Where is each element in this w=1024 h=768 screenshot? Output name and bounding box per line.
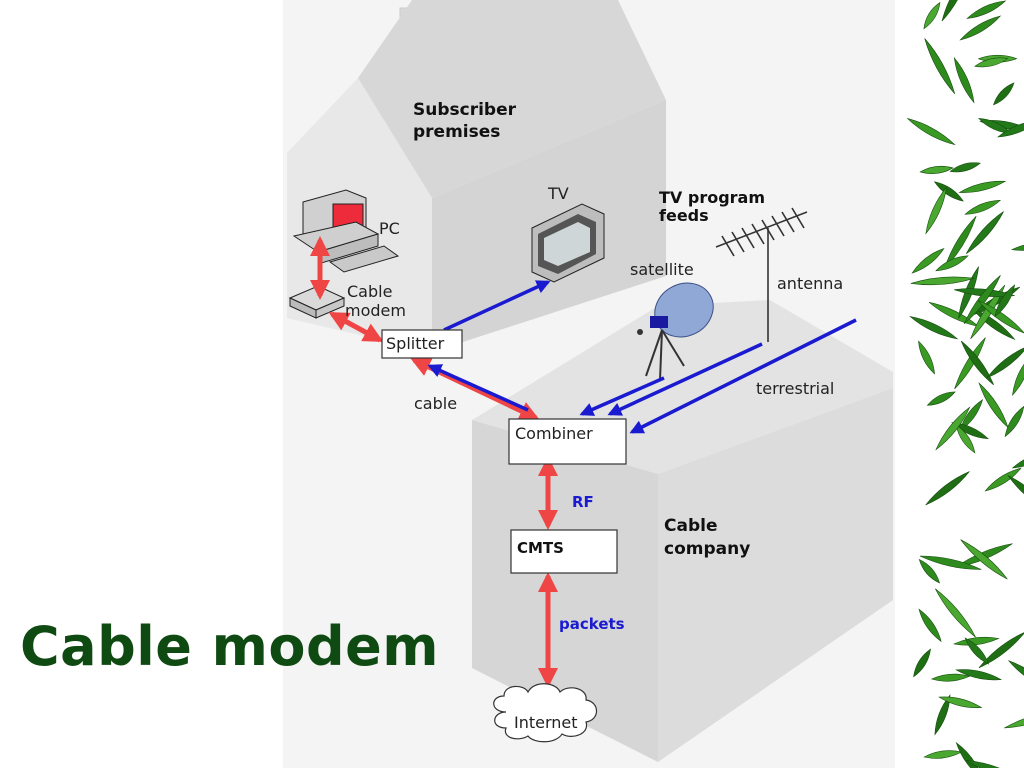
- red-data-arrows: [310, 236, 558, 688]
- leaf-shape: [958, 180, 1007, 193]
- leaf-shape: [906, 118, 956, 146]
- combiner-label: Combiner: [515, 424, 593, 443]
- rf-label: RF: [572, 493, 594, 511]
- leaf-shape: [910, 276, 975, 286]
- tv-program-feeds-label-line1: TV program: [659, 188, 765, 207]
- leaf-shape: [959, 15, 1002, 41]
- combiner-to-splitter-arrow: [427, 364, 529, 412]
- leaf-shape: [953, 56, 975, 104]
- leaf-shape: [978, 631, 1024, 669]
- leaf-shape: [966, 0, 1007, 19]
- satellite-dish-icon: [637, 282, 714, 381]
- leaf-shape: [1007, 660, 1024, 691]
- leaf-shape: [925, 471, 970, 506]
- splitter-box: [381, 329, 463, 359]
- internet-cloud-icon: [493, 683, 598, 743]
- leaf-shape: [963, 275, 1001, 325]
- cable-modem-label-line2: modem: [345, 301, 406, 320]
- pc-label: PC: [379, 219, 400, 238]
- cmts-box: [510, 529, 618, 574]
- cable-company-label-line2: company: [664, 539, 750, 559]
- leaf-shape: [994, 284, 1016, 318]
- leaf-shape: [935, 255, 969, 272]
- leaf-shape: [955, 669, 1003, 681]
- leaf-shape: [924, 38, 956, 95]
- combiner-box: [508, 418, 627, 465]
- leaf-shape: [970, 284, 1006, 340]
- leaf-shape: [1004, 710, 1024, 729]
- leaf-shape: [964, 199, 1002, 215]
- leaf-shape: [1007, 474, 1024, 512]
- antenna-feed-arrow: [607, 342, 763, 416]
- leaf-shape: [918, 340, 935, 375]
- leaf-shape: [964, 637, 990, 665]
- cable-label: cable: [414, 394, 457, 413]
- leaf-shape: [933, 181, 964, 202]
- leaf-shape: [954, 337, 986, 390]
- leaf-shape: [960, 539, 1008, 580]
- leaf-shape: [986, 345, 1024, 379]
- leaf-shape: [959, 399, 984, 432]
- satellite-feed-arrow: [579, 376, 665, 416]
- slide-title: Cable modem: [20, 615, 440, 678]
- terrestrial-label: terrestrial: [756, 379, 834, 398]
- blue-tv-feed-arrows: [427, 280, 857, 434]
- leaf-shape: [935, 588, 976, 638]
- leaf-shape: [1011, 451, 1024, 469]
- leaf-shape: [984, 467, 1022, 492]
- cable-modem-label-line1: Cable: [347, 282, 392, 301]
- leaf-shape: [1012, 355, 1024, 396]
- leaf-shape: [941, 0, 969, 22]
- leaf-shape: [911, 247, 945, 274]
- leaf-shape: [997, 120, 1024, 138]
- terrestrial-feed-arrow: [629, 318, 857, 434]
- house-label-line1: Subscriber: [413, 100, 517, 120]
- leaf-shape: [918, 558, 941, 584]
- leaf-shape: [944, 215, 977, 270]
- leaf-shape: [919, 165, 954, 174]
- leaf-shape: [926, 391, 956, 406]
- leaf-shape: [935, 406, 971, 451]
- leaf-shape: [909, 316, 959, 340]
- leaf-shape: [955, 424, 976, 454]
- splitter-label: Splitter: [386, 334, 445, 353]
- tv-program-feeds-label-line2: feeds: [659, 206, 709, 225]
- leaf-shape: [974, 57, 1009, 68]
- leaf-shape: [923, 1, 941, 30]
- house-label-line2: premises: [413, 122, 500, 142]
- leaf-foliage-border: [897, 0, 1024, 768]
- leaf-shape: [918, 608, 942, 643]
- leaf-shape: [965, 760, 1022, 768]
- cable-company-label-line1: Cable: [664, 516, 717, 536]
- internet-label: Internet: [514, 713, 578, 732]
- leaf-shape: [913, 648, 931, 678]
- tv-label: TV: [547, 184, 569, 203]
- leaf-shape: [930, 673, 971, 682]
- leaf-shape: [949, 162, 981, 173]
- satellite-label: satellite: [630, 260, 694, 279]
- modem-to-splitter-arrow: [328, 311, 384, 343]
- leaf-shape: [919, 555, 982, 570]
- leaf-shape: [934, 694, 951, 736]
- antenna-label: antenna: [777, 274, 843, 293]
- packets-label: packets: [559, 615, 625, 633]
- tv-icon: [531, 203, 605, 283]
- splitter-to-tv-arrow: [443, 280, 551, 332]
- leaf-shape: [960, 340, 994, 386]
- leaf-shape: [966, 211, 1004, 254]
- cmts-label: CMTS: [517, 539, 564, 557]
- leaf-shape: [977, 300, 1024, 334]
- leaf-shape: [938, 696, 983, 709]
- antenna-icon: [715, 207, 808, 342]
- leaf-shape: [925, 186, 947, 235]
- leaf-shape: [993, 82, 1015, 106]
